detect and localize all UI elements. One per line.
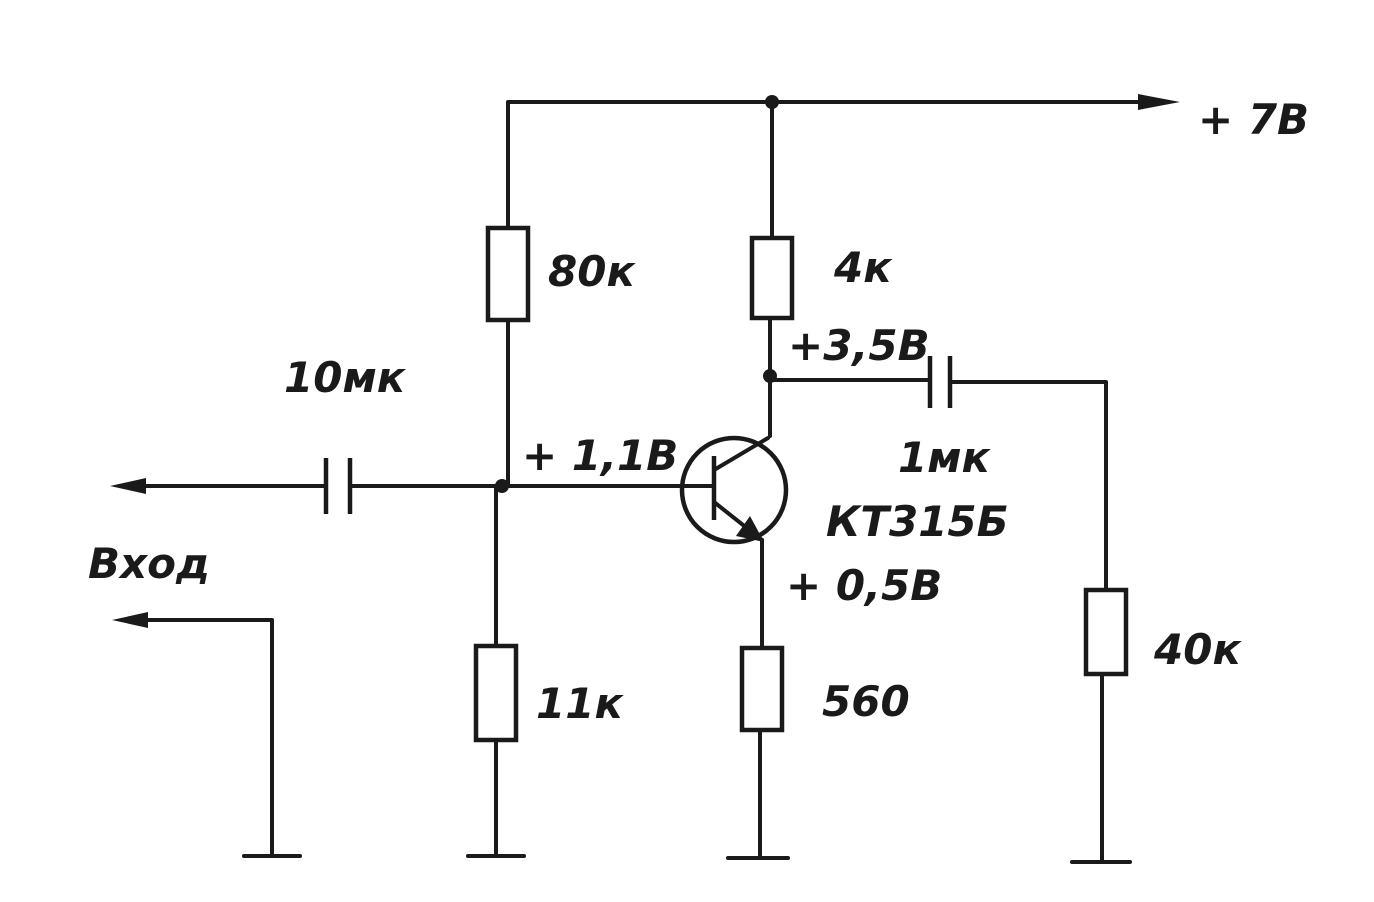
emitter-arrow: [736, 516, 764, 542]
resistor-80k-label: 80к: [548, 247, 636, 296]
input-ground-line: [112, 612, 302, 858]
emitter-voltage-label: + 0,5В: [786, 561, 942, 610]
resistor-560: [739, 645, 785, 733]
input-signal-line: [110, 478, 504, 494]
resistor-11k: [473, 643, 519, 743]
resistor-4k: [749, 235, 795, 321]
base-voltage-label: + 1,1В: [522, 431, 678, 480]
supply-voltage-label: + 7В: [1198, 95, 1309, 144]
resistor-40k: [1083, 587, 1129, 677]
resistor-4k-label: 4к: [833, 243, 893, 292]
wire-cap-load: [950, 380, 1108, 592]
capacitor-10mk: [323, 458, 353, 514]
input-arrow-bottom: [112, 612, 148, 628]
collector-voltage-label: +3,5В: [788, 321, 930, 370]
supply-rail: [506, 94, 1180, 230]
transistor-type-label: КТ315Б: [826, 497, 1009, 546]
capacitor-1mk: [927, 356, 953, 408]
transistor-kt315b: [500, 435, 789, 545]
input-label: Вход: [88, 539, 210, 588]
resistor-40k-label: 40к: [1153, 625, 1242, 674]
resistor-560-label: 560: [822, 677, 910, 726]
capacitor-1mk-label: 1мк: [898, 433, 992, 482]
resistor-80k: [485, 225, 531, 323]
capacitor-10mk-label: 10мк: [284, 353, 407, 402]
supply-arrow: [1138, 94, 1180, 110]
resistor-11k-label: 11к: [536, 679, 624, 728]
input-arrow-top: [110, 478, 146, 494]
